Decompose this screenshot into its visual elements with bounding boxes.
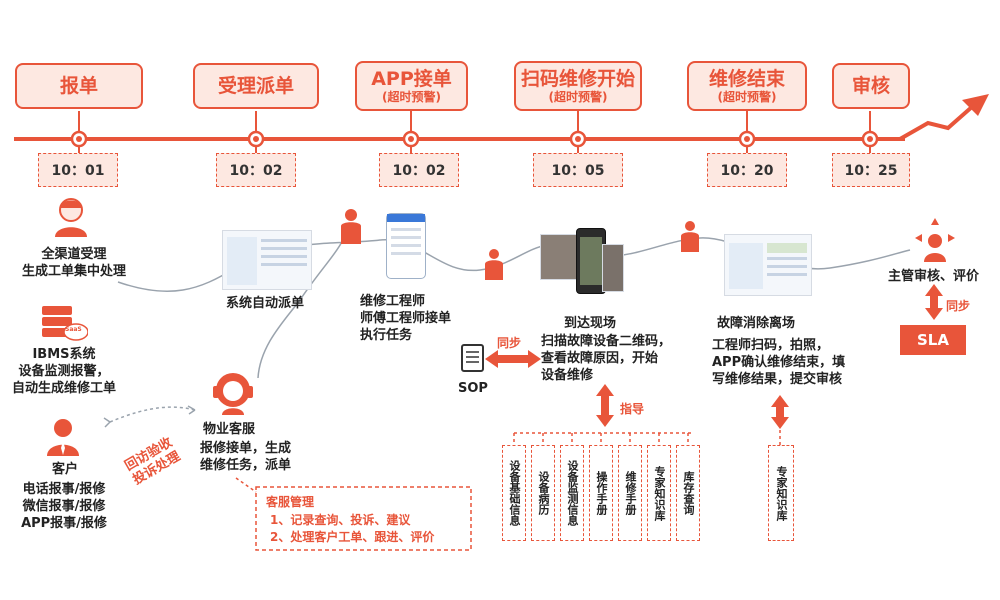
stage-title: 受理派单	[217, 74, 294, 97]
stage-title: 维修结束	[708, 67, 785, 90]
manager-icon	[915, 218, 955, 262]
guide-item: 维修手册	[618, 445, 642, 541]
dispatch-screenshot	[222, 230, 312, 290]
operator-icon	[55, 198, 87, 237]
document-icon	[461, 344, 484, 372]
customer-title: 客户	[51, 462, 78, 477]
service-mgmt-item: 2、处理客户工单、跟进、评价	[270, 530, 435, 544]
guide-item: 专家知识库	[647, 445, 671, 541]
channel-label: 全渠道受理 生成工单集中处理	[21, 247, 126, 279]
guide-item: 操作手册	[589, 445, 613, 541]
headset-agent-icon	[213, 373, 253, 415]
guide-item: 库存查询	[676, 445, 700, 541]
stage-report: 报单	[15, 63, 143, 109]
stage-title: APP接单	[371, 67, 452, 90]
stage-title: 审核	[851, 74, 890, 97]
service-mgmt-title: 客服管理	[266, 495, 315, 509]
sync-label: 同步	[497, 336, 522, 350]
stage-subtitle: (超时预警)	[717, 89, 777, 104]
service-mgmt-item: 1、记录查询、投诉、建议	[270, 513, 411, 527]
stage-title: 报单	[59, 74, 98, 97]
sync-label: 同步	[946, 299, 971, 313]
customer-icon	[47, 419, 79, 456]
worker-icon	[681, 221, 699, 252]
service-desc: 报修接单，生成 维修任务，派单	[200, 441, 292, 473]
guide-item: 设备监测信息	[560, 445, 584, 541]
expert-knowledge-box: 专家知识库	[768, 445, 794, 541]
guide-item: 设备病历	[531, 445, 555, 541]
stage-repair-end: 维修结束 (超时预警)	[687, 61, 807, 111]
stage-scan-start: 扫码维修开始 (超时预警)	[514, 61, 642, 111]
time-box: 10：05	[533, 153, 623, 187]
server-icon	[42, 306, 88, 341]
time-box: 10：01	[38, 153, 118, 187]
stage-title: 扫码维修开始	[520, 67, 635, 90]
trend-line	[899, 104, 975, 141]
sla-badge: SLA	[900, 325, 966, 355]
time-box: 10：25	[832, 153, 910, 187]
arrive-desc: 扫描故障设备二维码， 查看故障原因，开始 设备维修	[541, 334, 672, 383]
guide-item: 设备基础信息	[502, 445, 526, 541]
saas-label: SaaS	[65, 326, 82, 333]
sop-label: SOP	[458, 381, 488, 396]
review-label: 主管审核、评价	[888, 269, 980, 284]
worker-icon	[341, 209, 361, 244]
trend-arrow-icon	[962, 94, 989, 116]
time-box: 10：20	[707, 153, 787, 187]
service-title: 物业客服	[203, 422, 256, 437]
stage-dispatch: 受理派单	[193, 63, 319, 109]
guide-label: 指导	[620, 402, 645, 416]
leave-title: 故障消除离场	[717, 316, 796, 331]
stage-app-accept: APP接单 (超时预警)	[355, 61, 468, 111]
stage-subtitle: (超时预警)	[548, 89, 608, 104]
engineer-label: 维修工程师 师傅工程师接单 执行任务	[360, 294, 452, 343]
arrive-title: 到达现场	[564, 316, 617, 331]
time-box: 10：02	[216, 153, 296, 187]
time-box: 10：02	[379, 153, 459, 187]
site-photo	[602, 244, 624, 292]
auto-dispatch-label: 系统自动派单	[226, 296, 305, 311]
ibms-label: IBMS系统 设备监测报警， 自动生成维修工单	[11, 347, 116, 396]
leave-desc: 工程师扫码，拍照， APP确认维修结束，填 写维修结果，提交审核	[712, 338, 846, 387]
phone-scan-photo	[576, 228, 606, 294]
worker-icon	[485, 249, 503, 280]
customer-desc: 电话报事/报修 微信报事/报修 APP报事/报修	[21, 482, 107, 531]
stage-subtitle: (超时预警)	[382, 89, 441, 104]
dashboard-screenshot	[724, 234, 812, 296]
phone-app-screenshot	[386, 213, 426, 279]
stage-review: 审核	[832, 63, 910, 109]
